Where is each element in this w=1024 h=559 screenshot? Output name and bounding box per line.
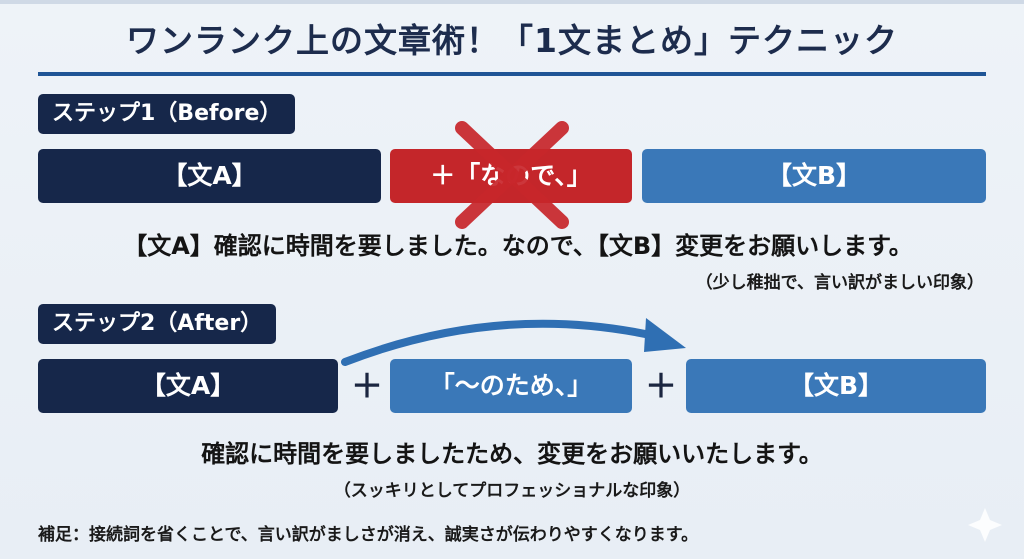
step2-label: ステップ2（After）: [38, 304, 277, 344]
step1-example-sentence: 【文A】確認に時間を要しました。なので、【文B】変更をお願いします。: [123, 232, 913, 260]
step2-note: （スッキリとしてプロフェッショナルな印象）: [333, 481, 691, 501]
plus-sign-1: ＋: [351, 367, 384, 405]
step1-sentence-b-box: 【文B】: [642, 149, 986, 203]
step1-note: （少し稚拙で、言い訳がましい印象）: [695, 273, 984, 293]
step2-example-sentence: 確認に時間を要しましたため、変更をお願いいたします。: [201, 440, 823, 468]
supplement-note: 補足：接続詞を省くことで、言い訳がましさが消え、誠実さが伝わりやすくなります。: [38, 525, 699, 545]
step2-sentence-a-box: 【文A】: [38, 359, 338, 413]
step2-connector-box: 「〜のため、」: [390, 359, 632, 413]
plus-sign-2: ＋: [645, 367, 678, 405]
top-accent-bar: [0, 0, 1024, 4]
page-title: ワンランク上の文章術！「1文まとめ」テクニック: [126, 21, 898, 60]
step2-sentence-b-box: 【文B】: [686, 359, 986, 413]
step1-label: ステップ1（Before）: [38, 94, 296, 134]
step1-connector-box: ＋「なので、」: [390, 149, 632, 203]
title-divider: [38, 72, 986, 76]
step1-sentence-a-box: 【文A】: [38, 149, 381, 203]
